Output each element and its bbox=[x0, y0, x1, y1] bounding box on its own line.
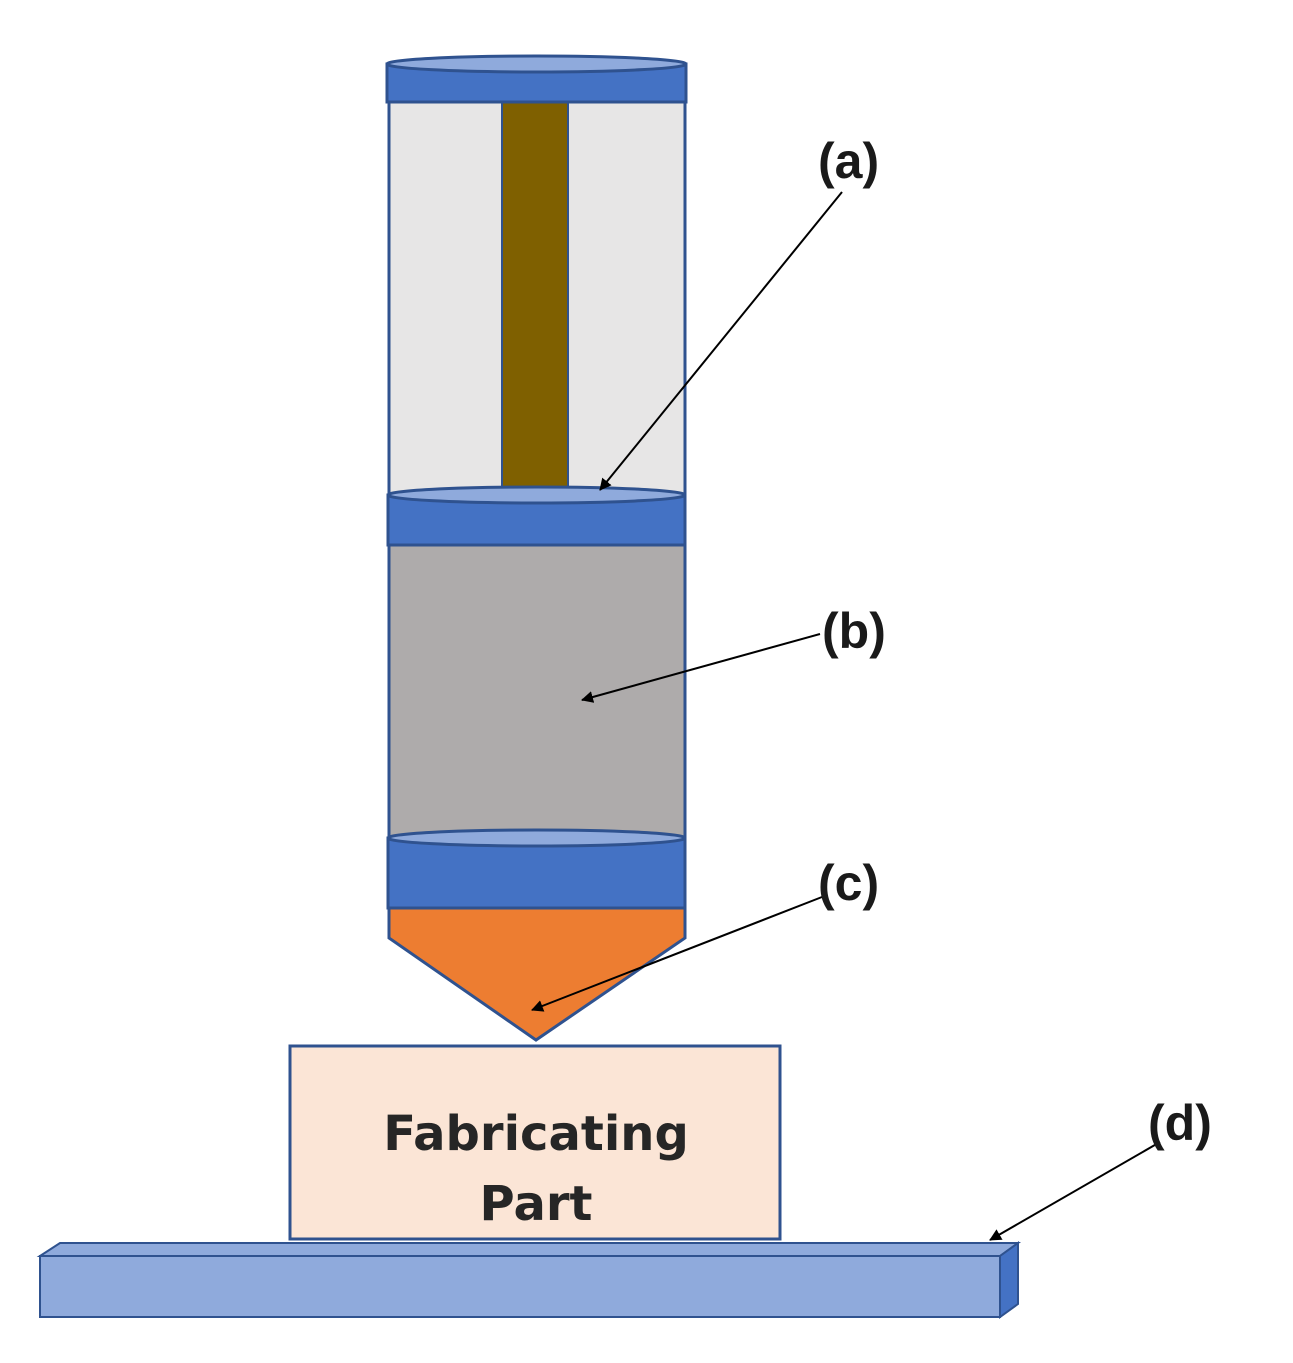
part-label-line2: Part bbox=[480, 1176, 593, 1232]
top-cap bbox=[385, 54, 688, 104]
label-b: (b) bbox=[822, 603, 886, 659]
fabricating-part bbox=[288, 1044, 782, 1241]
piston-disc bbox=[386, 485, 687, 547]
build-platform bbox=[36, 1241, 1022, 1319]
arrow-a bbox=[599, 191, 843, 491]
lower-cap bbox=[386, 828, 687, 910]
label-d: (d) bbox=[1148, 1095, 1212, 1151]
part-label-line1: Fabricating bbox=[383, 1106, 689, 1162]
arrow-c bbox=[531, 896, 823, 1012]
label-a: (a) bbox=[818, 133, 879, 189]
nozzle-tip bbox=[387, 903, 687, 1042]
arrow-b bbox=[581, 633, 821, 703]
material-chamber bbox=[387, 533, 687, 847]
arrow-d bbox=[989, 1141, 1161, 1241]
label-c: (c) bbox=[818, 855, 879, 911]
plunger-rod bbox=[501, 101, 569, 497]
